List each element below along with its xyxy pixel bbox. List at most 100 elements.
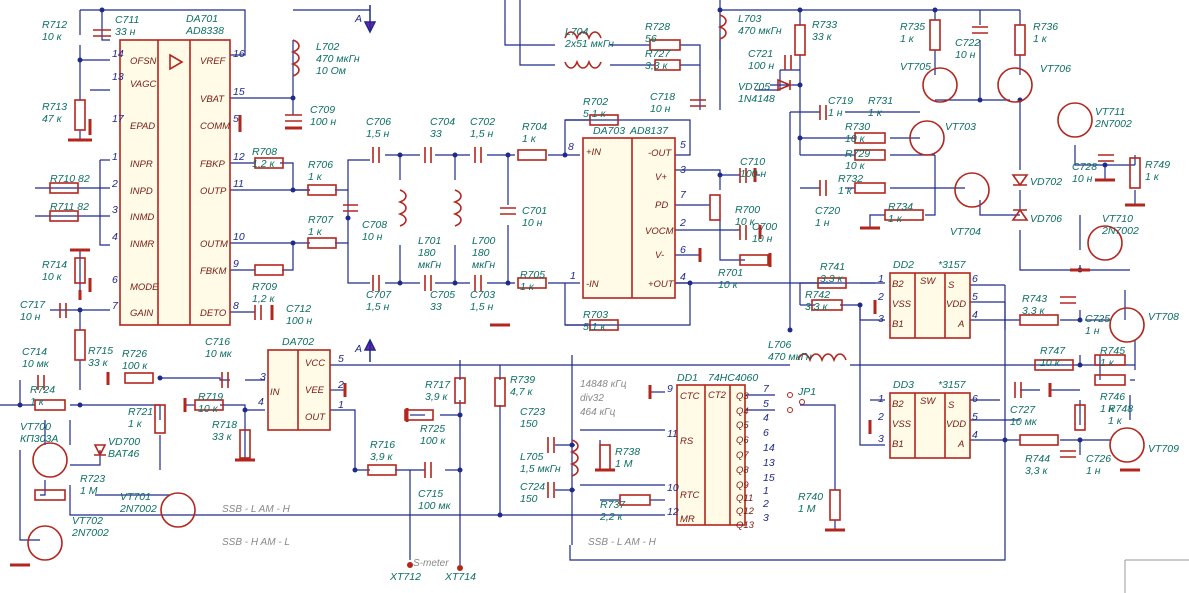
vt710-label: VT710 — [1102, 213, 1133, 225]
r727-label: 3,3 к — [645, 60, 669, 72]
da701-pin-num: 14 — [112, 48, 124, 60]
c726-label: 1 н — [1086, 465, 1101, 477]
r734-label: R734 — [888, 201, 913, 213]
c724-label: 150 — [520, 493, 538, 505]
vt708-label: VT708 — [1148, 311, 1179, 323]
r714-label: R714 — [42, 259, 67, 271]
r723-label: R723 — [80, 473, 105, 485]
da701-pin-num: 1 — [112, 151, 118, 163]
r704-label: R704 — [522, 121, 547, 133]
r745-label: R745 — [1100, 345, 1125, 357]
da702-ref: DA702 — [282, 336, 314, 348]
da701-pin-num: 12 — [233, 151, 245, 163]
dd1-pin-num: 1 — [763, 485, 769, 497]
r709-label: 1,2 к — [252, 293, 276, 305]
dd2-pin-name: B2 — [892, 279, 904, 290]
dd1-pin-num: 5 — [763, 398, 769, 410]
da701-pin-name: OFSN — [130, 56, 157, 67]
r724-label: R724 — [30, 384, 55, 396]
c700-label: C700 — [752, 221, 777, 233]
da701-pin-name: INPD — [130, 186, 153, 197]
dd1-pin-num: 3 — [763, 512, 769, 524]
r711-label: R711 82 — [50, 201, 89, 213]
da701-pin-name: COMM — [200, 121, 230, 132]
r708-label: R708 — [252, 146, 277, 158]
l701-label: мкГн — [418, 259, 441, 271]
da703-pin-num: 2 — [679, 217, 686, 229]
da702-pin-name: VCC — [305, 358, 325, 369]
da701-pin-name: VREF — [200, 56, 227, 67]
c728-label: 10 н — [1072, 173, 1093, 185]
dd3-pin-name: A — [957, 439, 964, 450]
dd3-name: *3157 — [938, 379, 967, 391]
vd705-label: VD705 — [738, 81, 770, 93]
r715-label: R715 — [88, 345, 113, 357]
vt711-label: VT711 — [1095, 106, 1125, 118]
dd1-pin-num: 13 — [763, 457, 775, 469]
c723-label: C723 — [520, 406, 545, 418]
r725-label: 100 к — [420, 435, 446, 447]
r731-label: 1 к — [868, 107, 883, 119]
r730-label: R730 — [845, 121, 870, 133]
c725-label: C725 — [1085, 313, 1110, 325]
vt705-label: VT705 — [900, 61, 931, 73]
r706-label: 1 к — [308, 171, 323, 183]
c724-label: C724 — [520, 481, 545, 493]
vd702-label: VD702 — [1030, 176, 1062, 188]
da702-pin-num: 4 — [258, 396, 264, 408]
jp1-label: JP1 — [797, 386, 816, 398]
r732-label: 1 к — [838, 185, 853, 197]
ssb-note-3: SSB - L AM - H — [588, 537, 657, 548]
smeter-note: S-meter — [413, 558, 449, 569]
r717-label: R717 — [425, 379, 451, 391]
r733-label: R733 — [812, 19, 837, 31]
c722-label: C722 — [955, 37, 980, 49]
da703-pin-name: PD — [655, 200, 668, 211]
c705-label: 33 — [430, 301, 442, 313]
xt712-label: XT712 — [389, 571, 421, 583]
da702-pin-name: VEE — [305, 385, 325, 396]
da703-pin-name: +IN — [586, 147, 601, 158]
vt700-label: VT700 — [20, 421, 51, 433]
resistor-symbols — [34, 19, 1141, 521]
r712-label: R712 — [42, 19, 67, 31]
inductor-symbols — [290, 14, 847, 477]
r729-label: 10 к — [845, 160, 866, 172]
net-a-label-2: A — [354, 343, 362, 355]
dd1-pin-num: 2 — [762, 498, 769, 510]
c715-label: 100 мк — [418, 500, 452, 512]
dd3-pin-name: B1 — [892, 439, 904, 450]
dd3-pin-num: 1 — [878, 393, 884, 405]
dd1-pin-name: Q13 — [736, 520, 755, 531]
l703-label: 470 мкГн — [738, 25, 782, 37]
r727-label: R727 — [645, 48, 671, 60]
r716-label: R716 — [370, 439, 395, 451]
r714-label: 10 к — [42, 271, 63, 283]
test-points — [407, 562, 463, 571]
ic-dd1 — [676, 384, 746, 526]
dd2-pin-num: 6 — [972, 273, 978, 285]
dd2-name: *3157 — [938, 259, 967, 271]
dd3-ref: DD3 — [893, 379, 914, 391]
da703-pin-num: 6 — [680, 244, 686, 256]
c728-label: C728 — [1072, 161, 1097, 173]
da701-pin-name: VAGC — [130, 79, 157, 90]
dd1-name: 74HC4060 — [708, 372, 758, 384]
r713-label: R713 — [42, 101, 67, 113]
da703-pin-name: V- — [655, 250, 664, 261]
dd1-pin-num: 4 — [763, 412, 769, 424]
r735-label: R735 — [900, 21, 925, 33]
da703-pin-num: 1 — [570, 270, 576, 282]
c714-label: C714 — [22, 346, 47, 358]
vd700-label: VD700 — [108, 436, 140, 448]
dd1-pin-name: CTC — [680, 391, 700, 402]
r730-label: 10 к — [845, 133, 866, 145]
r724-label: 1 к — [30, 396, 45, 408]
da701-pin-name: DETO — [200, 308, 227, 319]
c726-label: C726 — [1086, 453, 1111, 465]
capacitor-symbols — [37, 26, 1114, 498]
r743-label: R743 — [1022, 293, 1047, 305]
r718-label: R718 — [212, 419, 237, 431]
r704-label: 1 к — [522, 133, 537, 145]
r712-label: 10 к — [42, 31, 63, 43]
